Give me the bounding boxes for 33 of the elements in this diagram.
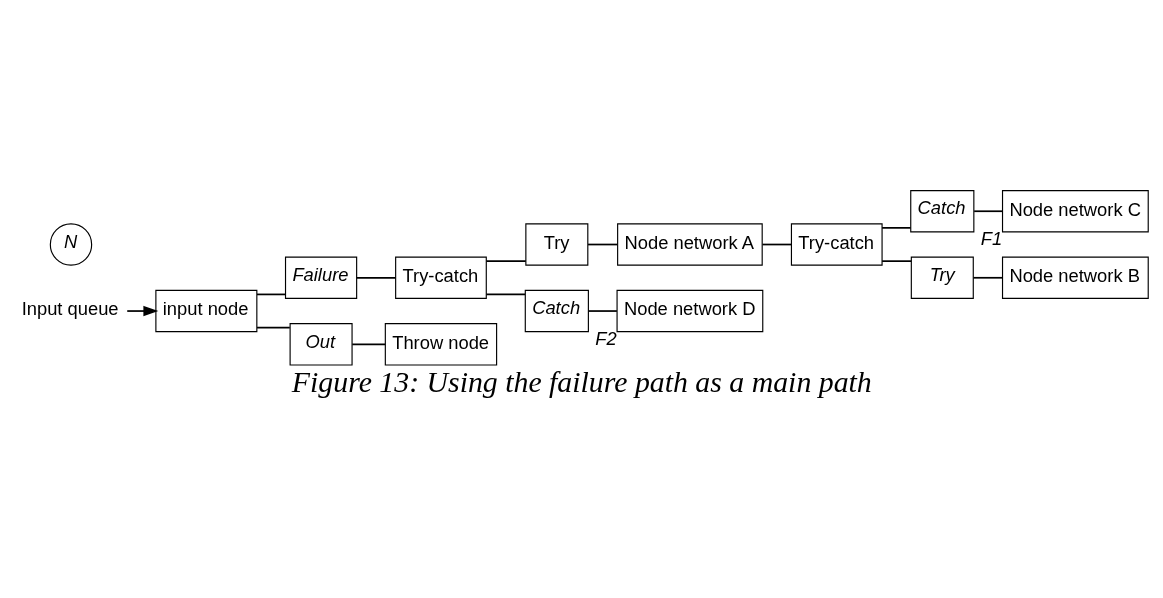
node-box: Failure — [284, 256, 358, 299]
connector — [256, 326, 291, 329]
node-box: Try — [525, 223, 589, 266]
node-box: Catch — [524, 289, 589, 333]
connector — [485, 293, 526, 296]
node-box: Node network B — [1001, 256, 1149, 299]
connector — [881, 260, 913, 262]
connector — [881, 227, 912, 229]
node-label: F2 — [595, 328, 617, 350]
node-box: Out — [289, 323, 353, 366]
connector — [973, 210, 1004, 213]
connector — [485, 260, 527, 262]
connector — [351, 343, 387, 346]
connector — [972, 276, 1004, 279]
node-box: Node network D — [616, 289, 764, 333]
node-box: Try-catch — [395, 256, 487, 299]
connector — [587, 310, 618, 312]
node-label: F1 — [980, 228, 1003, 250]
connector — [587, 243, 619, 246]
connector — [256, 293, 287, 296]
node-box: Node network A — [617, 223, 763, 266]
node-box: Catch — [910, 190, 975, 233]
connector — [355, 276, 397, 279]
connector — [761, 243, 793, 246]
arrow — [126, 305, 159, 317]
caption: Figure 13: Using the failure path as a main path — [291, 365, 872, 399]
node-box: Try — [910, 256, 974, 299]
node-box: input node — [155, 289, 258, 333]
node-box: Throw node — [384, 323, 498, 366]
node-box: Try-catch — [790, 223, 883, 266]
node-text: Input queue — [21, 298, 119, 320]
node-box: Node network C — [1001, 190, 1149, 233]
label: N — [64, 230, 78, 252]
